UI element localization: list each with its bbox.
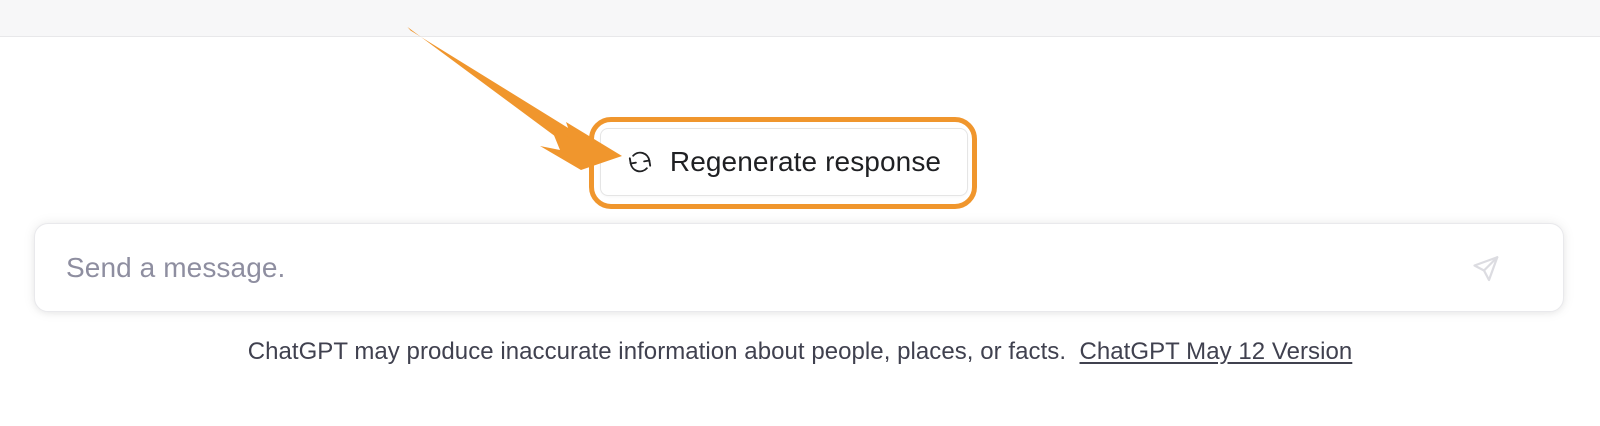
refresh-icon (627, 149, 653, 175)
top-bar (0, 0, 1600, 37)
message-input-placeholder: Send a message. (66, 251, 286, 283)
footer-disclaimer: ChatGPT may produce inaccurate informati… (0, 338, 1600, 366)
message-composer[interactable]: Send a message. (34, 223, 1564, 312)
regenerate-response-label: Regenerate response (669, 146, 942, 177)
paper-plane-icon (1471, 253, 1501, 283)
regenerate-response-button[interactable]: Regenerate response (600, 128, 968, 196)
version-link[interactable]: ChatGPT May 12 Version (1079, 338, 1353, 365)
disclaimer-text: ChatGPT may produce inaccurate informati… (247, 338, 1067, 365)
send-button[interactable] (1469, 251, 1503, 285)
